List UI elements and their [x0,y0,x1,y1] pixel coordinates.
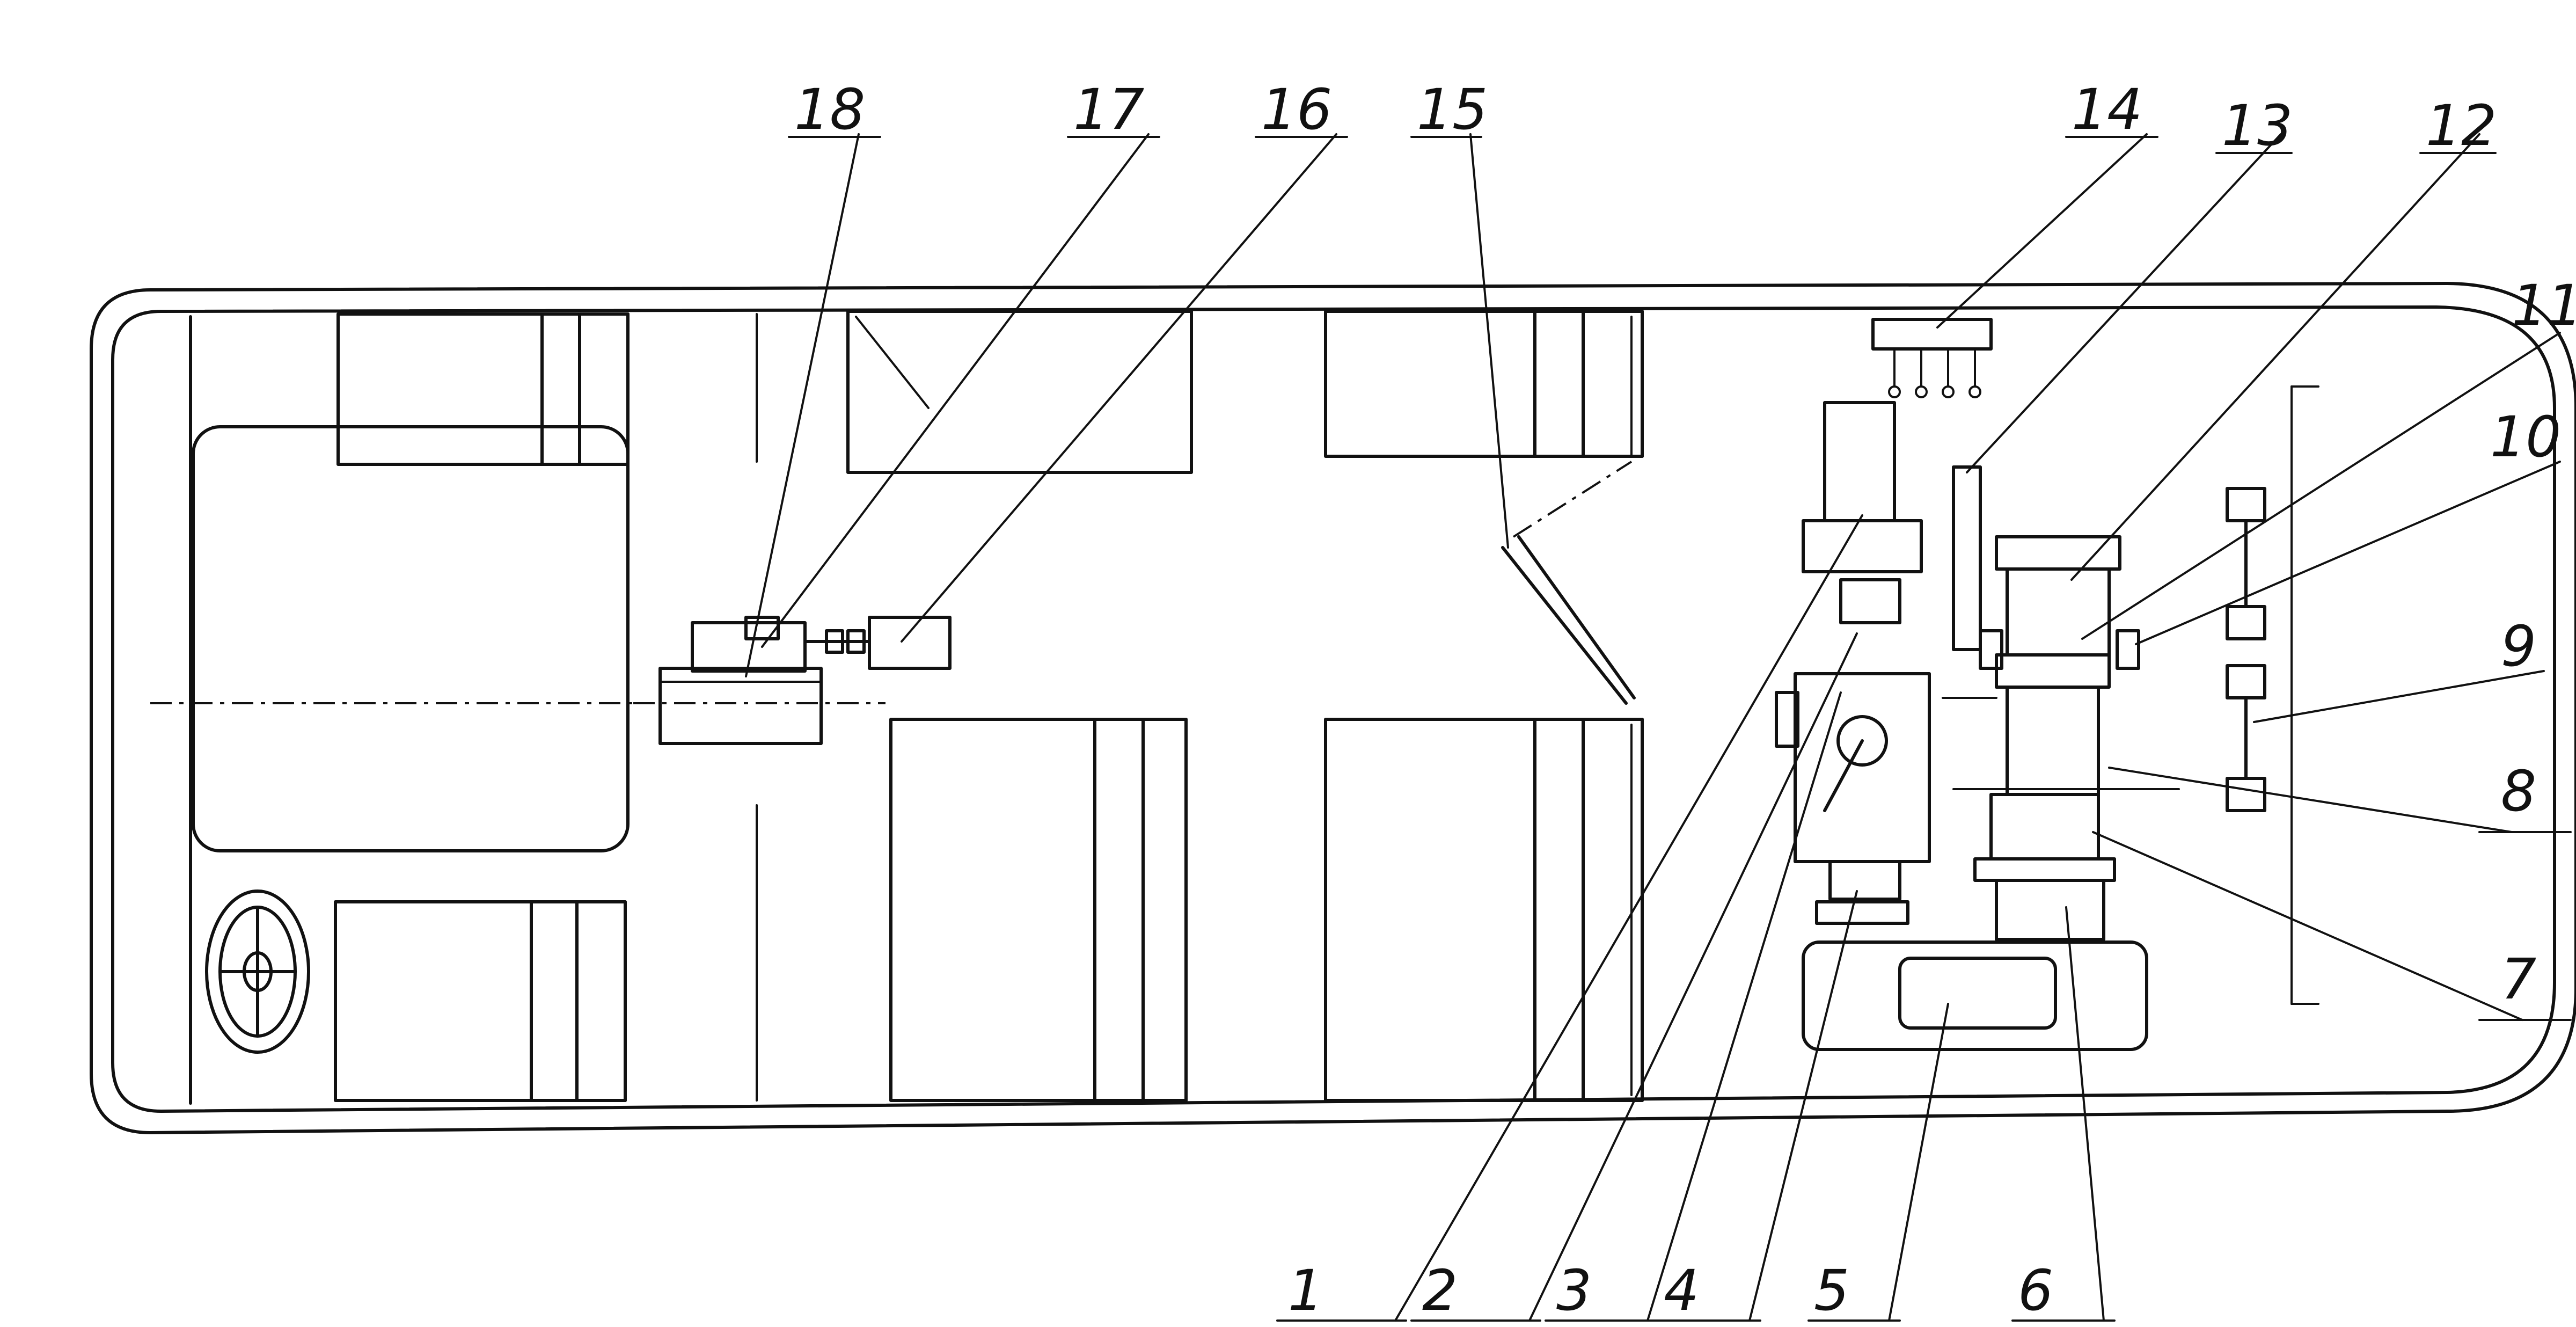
label-16: 16 [1261,77,1332,142]
label-11: 11 [2512,273,2576,338]
label-13: 13 [2222,93,2293,158]
label-5: 5 [1814,1258,1849,1323]
device-17 [691,616,807,673]
label-14: 14 [2072,77,2142,142]
label-8: 8 [2501,759,2536,824]
spare-wheel [205,889,310,1054]
label-1: 1 [1288,1258,1323,1323]
labels: 18 17 16 15 14 13 12 11 10 9 8 7 1 2 3 4… [788,77,2576,1323]
label-4: 4 [1664,1258,1699,1323]
table-top [846,310,1193,474]
seat-front-bottom [1324,718,1644,1102]
rear-bench [192,425,630,852]
label-3: 3 [1556,1258,1592,1323]
leader-lines [745,133,2561,1322]
label-7: 7 [2501,946,2536,1012]
label-18: 18 [794,77,865,142]
valve-block-14 [1871,318,1993,398]
vehicle-body [90,282,2576,1134]
seat-middle-bottom [889,718,1188,1102]
coupling [803,629,871,654]
seat-rear-left-top [336,312,630,466]
label-6: 6 [2018,1258,2053,1323]
label-10: 10 [2490,404,2561,470]
device-18 [658,667,823,745]
axle-9-10 [2226,487,2266,812]
label-15: 15 [1417,77,1488,142]
label-17: 17 [1073,77,1144,142]
partitions [150,313,1633,1102]
label-9: 9 [2501,614,2536,679]
label-12: 12 [2426,93,2497,158]
device-16 [868,616,952,670]
seat-front-top [1324,310,1644,458]
arm-15 [1501,461,1636,705]
label-2: 2 [1422,1258,1458,1323]
seat-rear-left-bottom [334,900,627,1102]
machine-assembly [1775,401,2180,1051]
